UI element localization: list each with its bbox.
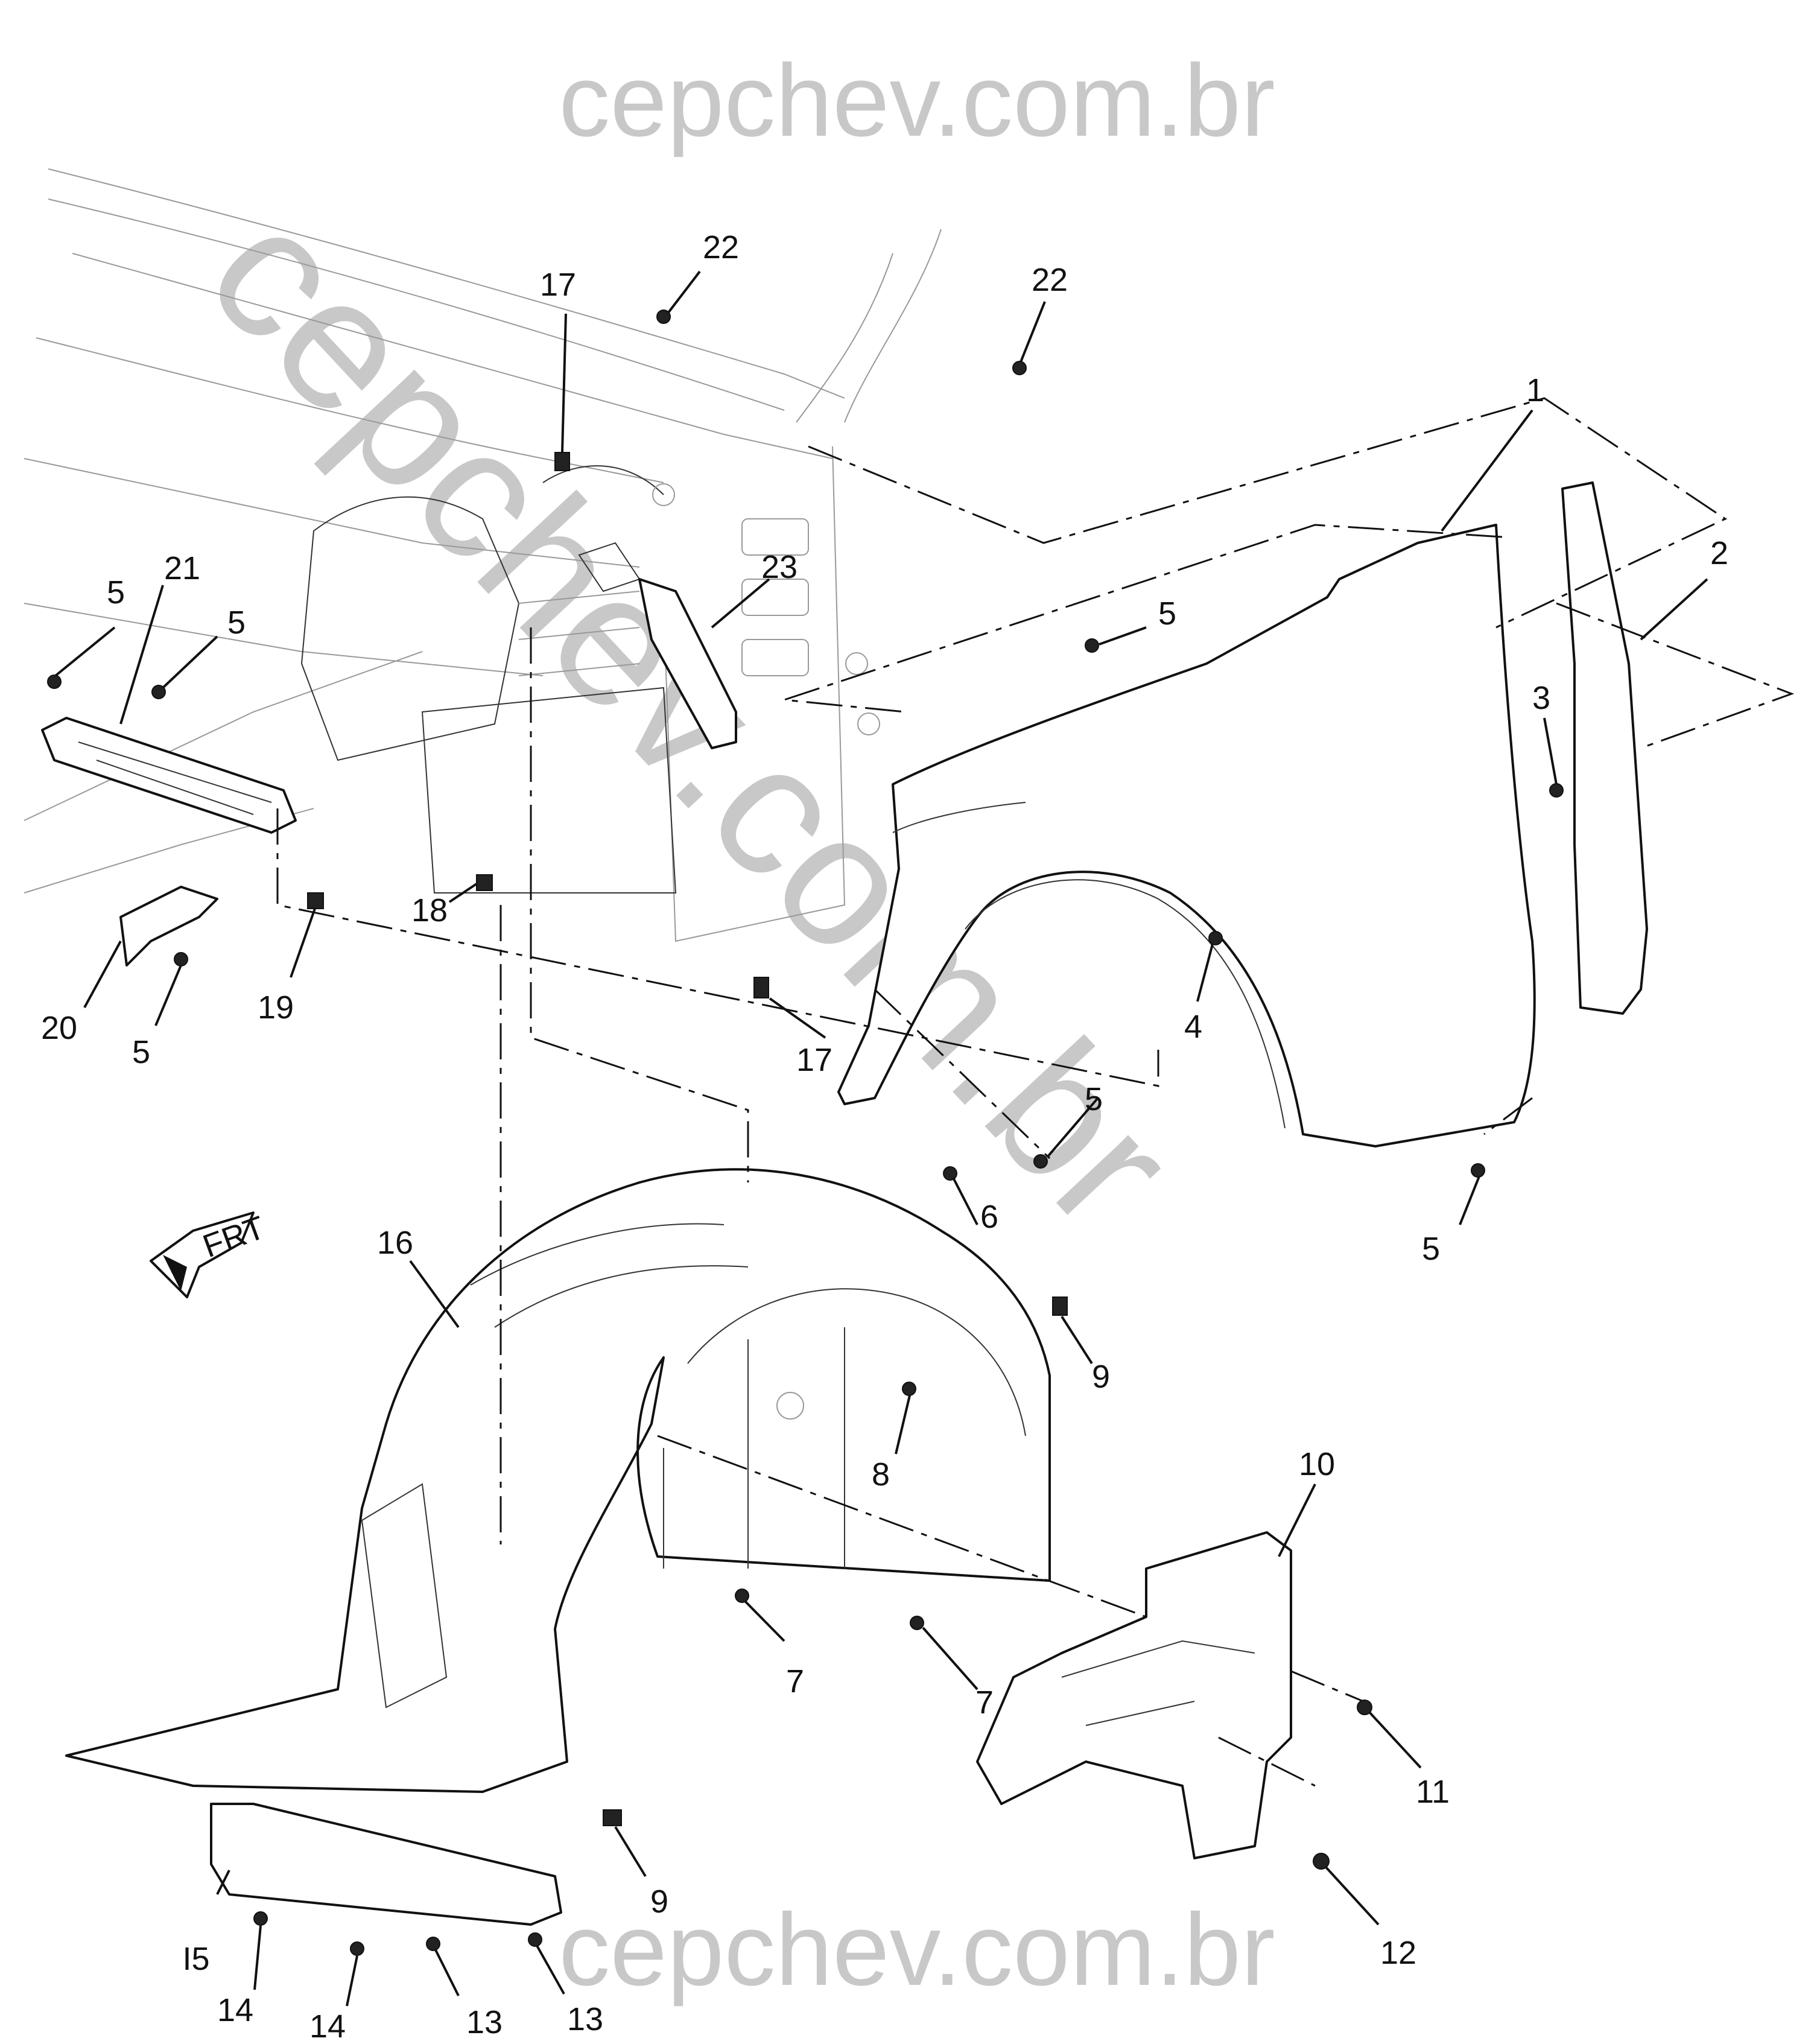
callout-15: I5 [182, 1941, 209, 1977]
callout-17-b: 17 [796, 1042, 832, 1078]
part-1-fender [837, 524, 1536, 1147]
callout-6: 6 [980, 1199, 998, 1235]
callout-12: 12 [1380, 1935, 1416, 1971]
nut-11 [1357, 1700, 1372, 1715]
part-15-lower-deflector [210, 1803, 562, 1926]
bolt-5-a [47, 674, 62, 689]
callout-9-b: 9 [650, 1884, 668, 1920]
fasteners [47, 309, 1564, 1956]
callout-5-c: 5 [132, 1034, 150, 1070]
callout-13-b: 13 [567, 2001, 603, 2037]
leader-lines [54, 270, 1708, 2007]
nut-22-right [1012, 361, 1027, 375]
callout-16: 16 [377, 1225, 413, 1261]
callout-20: 20 [41, 1010, 77, 1046]
callout-7-a: 7 [786, 1663, 804, 1700]
callout-22-b: 22 [1032, 262, 1068, 298]
callout-23: 23 [761, 549, 798, 585]
retainer-7-b [910, 1616, 924, 1630]
callout-14-b: 14 [309, 2008, 346, 2044]
retainer-7-a [735, 1589, 749, 1603]
watermark-top: cepchev.com.br [559, 43, 1275, 158]
callout-13-a: 13 [466, 2004, 503, 2040]
screw-8 [902, 1382, 916, 1396]
callout-labels: 1 2 3 4 5 5 5 5 5 5 6 7 7 8 9 9 10 11 12… [41, 229, 1728, 2044]
callout-10: 10 [1299, 1446, 1335, 1482]
bolt-5-f [1471, 1163, 1485, 1178]
clip-19 [307, 892, 324, 909]
callout-5-e: 5 [1085, 1081, 1103, 1117]
grommet-4 [1208, 931, 1223, 945]
part-23-insulator [638, 578, 737, 749]
clip-18 [476, 874, 493, 891]
front-arrow-icon: FRT [150, 1209, 270, 1298]
clip-9-upper [1052, 1297, 1068, 1316]
callout-7-b: 7 [975, 1684, 994, 1721]
callout-22-a: 22 [703, 229, 739, 265]
screw-13-b [528, 1932, 542, 1947]
callout-19: 19 [258, 989, 294, 1026]
part-16-wheelhouse-liner [65, 1168, 1051, 1793]
clip-9-lower [603, 1809, 622, 1826]
callout-14-a: 14 [217, 1992, 253, 2028]
nut-22-left [656, 309, 671, 324]
callout-3: 3 [1532, 680, 1550, 716]
bolt-12 [1313, 1853, 1330, 1870]
callout-11: 11 [1416, 1774, 1450, 1810]
screw-14-a [253, 1911, 268, 1926]
callout-17-a: 17 [540, 267, 576, 303]
bolt-5-d [1085, 638, 1099, 653]
bolt-5-c [174, 952, 188, 966]
callout-5-a: 5 [107, 574, 125, 611]
screw-13-a [426, 1937, 440, 1951]
bolt-5-e [1033, 1154, 1048, 1169]
nut-3 [1549, 783, 1564, 798]
callout-8: 8 [872, 1456, 890, 1493]
frt-label: FRT [198, 1209, 270, 1265]
clip-17-lower [753, 977, 769, 998]
callout-5-d: 5 [1158, 595, 1176, 632]
retainer-6 [943, 1166, 957, 1181]
callout-5-b: 5 [227, 605, 246, 641]
part-20-lower-bracket [119, 886, 218, 966]
part-21-upper-rail-bracket [41, 717, 297, 834]
callout-21: 21 [164, 550, 200, 586]
part-10-splash-shield [976, 1531, 1292, 1859]
bolt-5-b [151, 685, 166, 699]
watermark-bottom: cepchev.com.br [559, 1893, 1275, 2007]
callout-9-a: 9 [1092, 1359, 1110, 1395]
callout-1: 1 [1526, 372, 1544, 408]
screw-14-b [350, 1941, 364, 1956]
callout-5-f: 5 [1422, 1231, 1440, 1267]
assembly-lines [276, 397, 1795, 1787]
part-2-fender-rear-seal [1561, 481, 1648, 1015]
callout-4: 4 [1184, 1009, 1202, 1045]
callout-18: 18 [411, 892, 448, 928]
callout-2: 2 [1710, 535, 1728, 571]
clip-17-upper [554, 452, 570, 471]
